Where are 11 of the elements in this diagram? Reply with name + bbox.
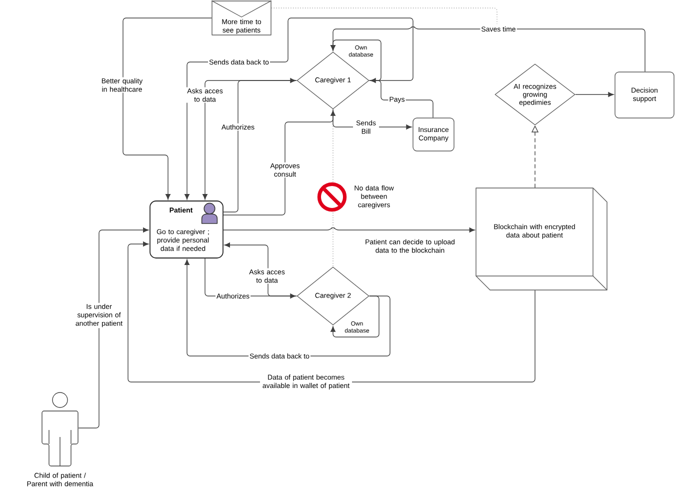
dotted-line: [271, 8, 498, 24]
arrow: [575, 92, 614, 97]
arrow: [122, 18, 212, 200]
arrow: [202, 80, 298, 200]
arrow: [330, 296, 380, 338]
arrow: [223, 227, 475, 232]
arrow: [330, 26, 646, 72]
arrow: [370, 78, 434, 118]
arrow: [223, 110, 336, 216]
arrow: [224, 242, 298, 296]
arrow: [223, 78, 296, 212]
